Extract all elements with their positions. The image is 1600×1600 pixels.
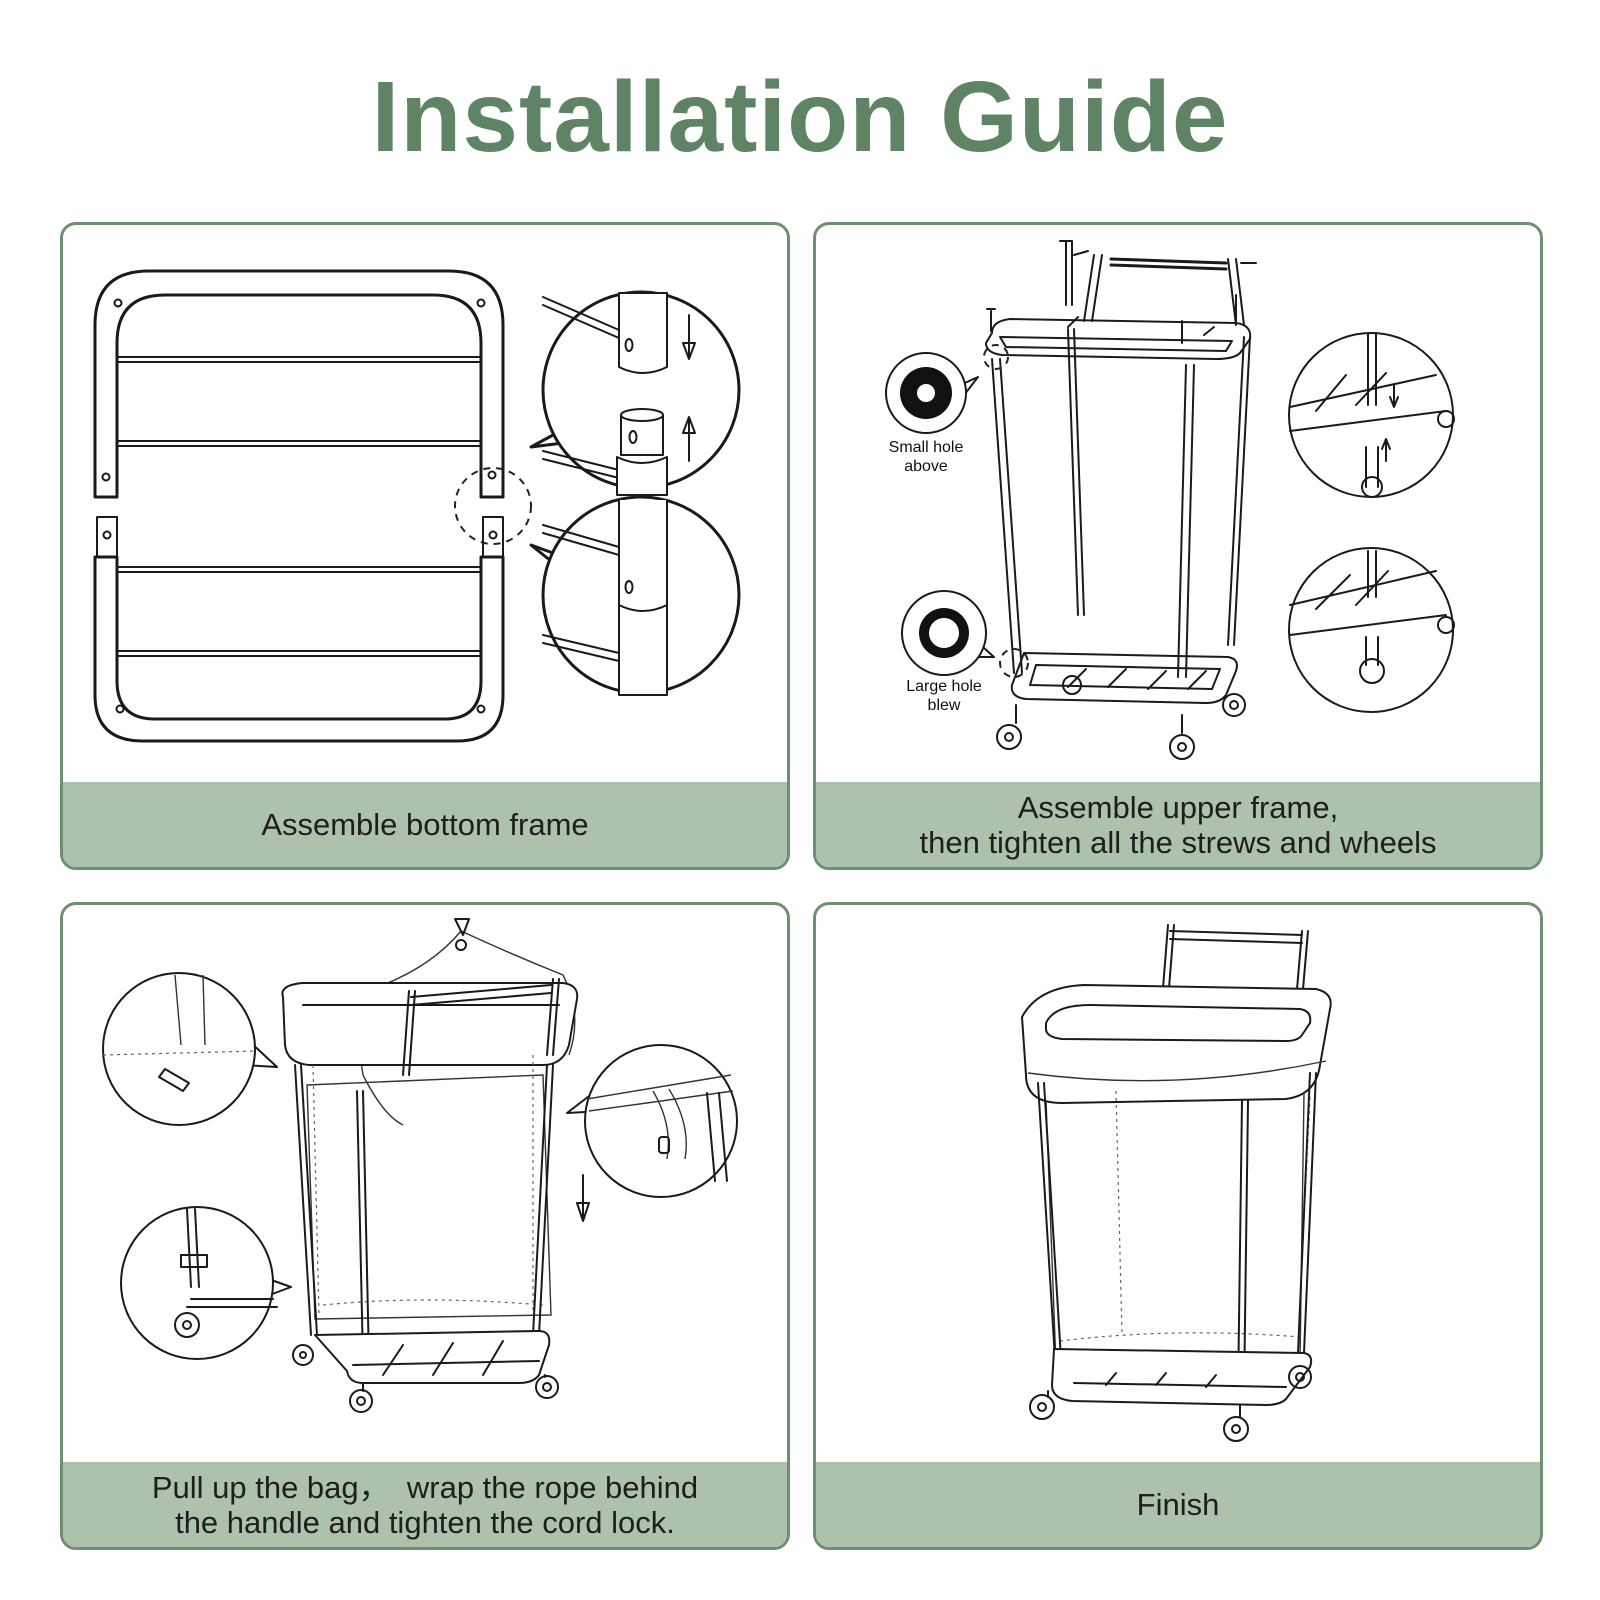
upper-frame-illustration: Small hole above Large hole blew	[885, 240, 1455, 760]
large-hole-label-line2: blew	[928, 697, 961, 714]
small-hole-marker	[983, 344, 1009, 370]
down-arrow-icon	[576, 1174, 590, 1222]
detail-bubble-upper-joint	[1288, 332, 1455, 498]
bottom-frame-wheels	[996, 652, 1246, 760]
finished-hamper	[1021, 924, 1332, 1442]
detail-marker	[454, 467, 532, 545]
cart-frame	[292, 978, 560, 1413]
detail-bubble-cord-lock	[566, 1044, 738, 1198]
lower-frame-half	[93, 516, 505, 743]
step-3-caption: Pull up the bag， wrap the rope behind th…	[63, 1462, 787, 1547]
detail-bubble-lower-joint	[1288, 547, 1455, 713]
small-hole-callout: Small hole above	[885, 352, 979, 475]
page-title: Installation Guide	[371, 61, 1229, 173]
detail-bubble-separated	[529, 290, 741, 496]
finished-hamper-illustration	[1021, 924, 1332, 1442]
small-hole-label-line1: Small hole	[889, 439, 964, 456]
step-1-caption: Assemble bottom frame	[63, 782, 787, 867]
step-4-caption: Finish	[816, 1462, 1540, 1547]
step-4-panel: Finish	[813, 902, 1543, 1550]
large-hole-marker	[999, 648, 1029, 678]
step-1-panel: Assemble bottom frame	[60, 222, 790, 870]
small-hole-label-line2: above	[904, 458, 948, 475]
step-2-panel: Small hole above Large hole blew	[813, 222, 1543, 870]
step-2-caption: Assemble upper frame, then tighten all t…	[816, 782, 1540, 867]
laundry-bag	[281, 982, 579, 1320]
posts	[991, 328, 1251, 678]
upper-frame-half	[93, 269, 505, 499]
detail-bubble-joined	[529, 495, 741, 696]
large-hole-callout: Large hole blew	[901, 590, 995, 714]
top-frame	[985, 294, 1252, 360]
bag-rope-illustration	[102, 918, 738, 1413]
large-hole-label-line1: Large hole	[906, 678, 982, 695]
bottom-frame-illustration	[93, 269, 741, 743]
handle-parts	[1059, 240, 1257, 326]
step-3-panel: Pull up the bag， wrap the rope behind th…	[60, 902, 790, 1550]
detail-bubble-wheel	[120, 1206, 292, 1360]
detail-bubble-hook	[102, 972, 278, 1126]
